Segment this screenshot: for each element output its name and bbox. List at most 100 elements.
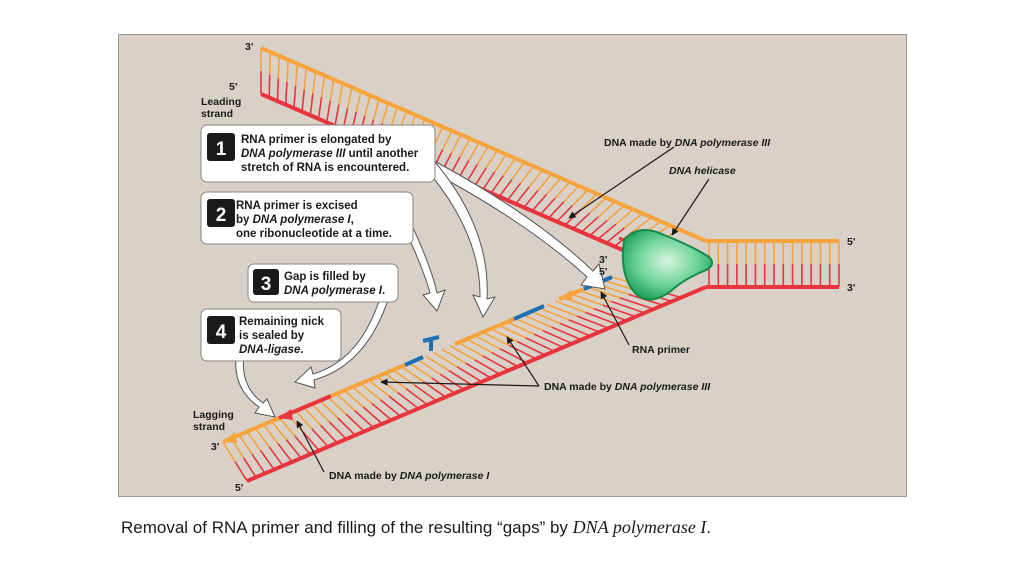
base-pair xyxy=(293,85,297,109)
base-pair xyxy=(335,393,356,412)
base-pair xyxy=(615,208,635,225)
base-pair xyxy=(414,384,437,402)
base-pair xyxy=(355,91,362,113)
label-lagging-3prime: 3' xyxy=(211,441,219,453)
base-pair xyxy=(539,197,556,216)
base-pair xyxy=(284,82,288,105)
base-pair xyxy=(530,310,561,325)
base-pair xyxy=(312,71,317,94)
base-pair xyxy=(554,181,571,199)
step-1-line2: DNA polymerase III until another xyxy=(241,148,419,160)
base-pair xyxy=(491,351,518,367)
base-pair xyxy=(597,200,616,218)
step3-arrow xyxy=(294,294,390,389)
base-pair xyxy=(465,362,491,379)
parental-duplex-base-pairs xyxy=(708,241,840,287)
base-pair xyxy=(551,326,581,340)
label-fork-3prime: 3' xyxy=(599,254,607,266)
base-pair xyxy=(329,79,335,102)
base-pair xyxy=(441,348,467,365)
label-lagging-1: Lagging xyxy=(193,409,234,421)
step-1-box: 1 RNA primer is elongated by DNA polymer… xyxy=(200,124,436,183)
base-pair xyxy=(579,289,612,303)
step-3-box: 3 Gap is filled by DNA polymerase I. xyxy=(247,263,399,303)
caption-text: Removal of RNA primer and filling of the… xyxy=(121,518,573,537)
step-2-line3: one ribonucleotide at a time. xyxy=(236,228,392,240)
base-pair xyxy=(381,102,389,124)
base-pair xyxy=(364,95,371,117)
step-3-number: 3 xyxy=(261,274,272,295)
base-pair xyxy=(493,153,508,173)
base-pair xyxy=(295,410,313,430)
base-pair xyxy=(309,93,314,116)
okazaki-arrowhead-3 xyxy=(559,290,573,301)
base-pair xyxy=(537,173,553,192)
figure-caption: Removal of RNA primer and filling of the… xyxy=(121,517,711,538)
base-pair xyxy=(448,369,473,386)
base-pair xyxy=(572,212,591,230)
step-1-line3: stretch of RNA is encountered. xyxy=(241,162,409,174)
base-pair xyxy=(338,83,344,105)
base-pair xyxy=(619,297,653,310)
base-pair xyxy=(334,104,340,127)
base-pair xyxy=(568,318,599,333)
base-pair xyxy=(556,205,574,223)
base-pair xyxy=(519,165,535,184)
base-pair xyxy=(439,373,464,390)
base-pair xyxy=(528,169,544,188)
base-pair xyxy=(345,413,365,432)
base-pair xyxy=(576,315,608,329)
lagging-strand-base-pairs xyxy=(222,276,680,482)
base-pair xyxy=(632,216,653,233)
base-pair xyxy=(286,59,290,83)
step-4-line2: is sealed by xyxy=(239,330,305,342)
base-pair xyxy=(516,340,545,356)
base-pair xyxy=(485,149,498,169)
base-pair xyxy=(346,87,353,109)
base-pair xyxy=(319,400,339,419)
base-pair xyxy=(360,382,381,401)
lagging-3prime-arrowhead xyxy=(223,432,237,443)
base-pair xyxy=(431,377,455,394)
label-dna-pol3-mid: DNA made by DNA polymerase III xyxy=(544,381,711,393)
label-leading-2: strand xyxy=(201,108,233,120)
base-pair xyxy=(390,106,399,128)
base-pair xyxy=(623,212,644,229)
base-pair xyxy=(425,355,450,372)
base-pair xyxy=(593,308,626,321)
base-pair xyxy=(222,441,236,462)
base-pair xyxy=(525,337,554,352)
base-pair xyxy=(508,344,536,360)
base-pair xyxy=(376,376,398,394)
base-pair xyxy=(467,142,480,162)
base-pair xyxy=(354,410,374,428)
base-pair xyxy=(302,431,320,451)
base-pair xyxy=(417,358,441,375)
base-pair xyxy=(303,67,308,90)
label-lagging-2: strand xyxy=(193,421,225,433)
base-pair xyxy=(605,227,625,244)
base-pair xyxy=(449,345,475,361)
label-dna-helicase: DNA helicase xyxy=(669,165,736,177)
base-pair xyxy=(482,171,496,191)
replication-fork-diagram: 1 RNA primer is elongated by DNA polymer… xyxy=(193,41,855,494)
base-pair xyxy=(317,97,323,119)
excised-ribonucleotide xyxy=(422,335,440,351)
base-pair xyxy=(422,380,446,398)
base-pair xyxy=(397,391,419,409)
base-pair xyxy=(563,185,580,203)
dna-helicase-icon xyxy=(621,229,714,301)
base-pair xyxy=(279,417,296,437)
base-pair xyxy=(571,293,604,306)
base-pair xyxy=(533,333,563,348)
base-pair xyxy=(473,334,501,350)
label-top-3prime: 3' xyxy=(245,41,253,53)
base-pair xyxy=(585,311,617,325)
okazaki-arrowhead-2 xyxy=(279,409,293,420)
base-pair xyxy=(523,190,539,208)
label-bottom-5prime: 5' xyxy=(235,482,243,494)
base-pair xyxy=(514,317,544,332)
pointer-dna-pol3-mid-b xyxy=(506,336,540,387)
base-pair xyxy=(319,424,338,444)
pointer-dna-pol3-mid-a xyxy=(380,378,540,387)
